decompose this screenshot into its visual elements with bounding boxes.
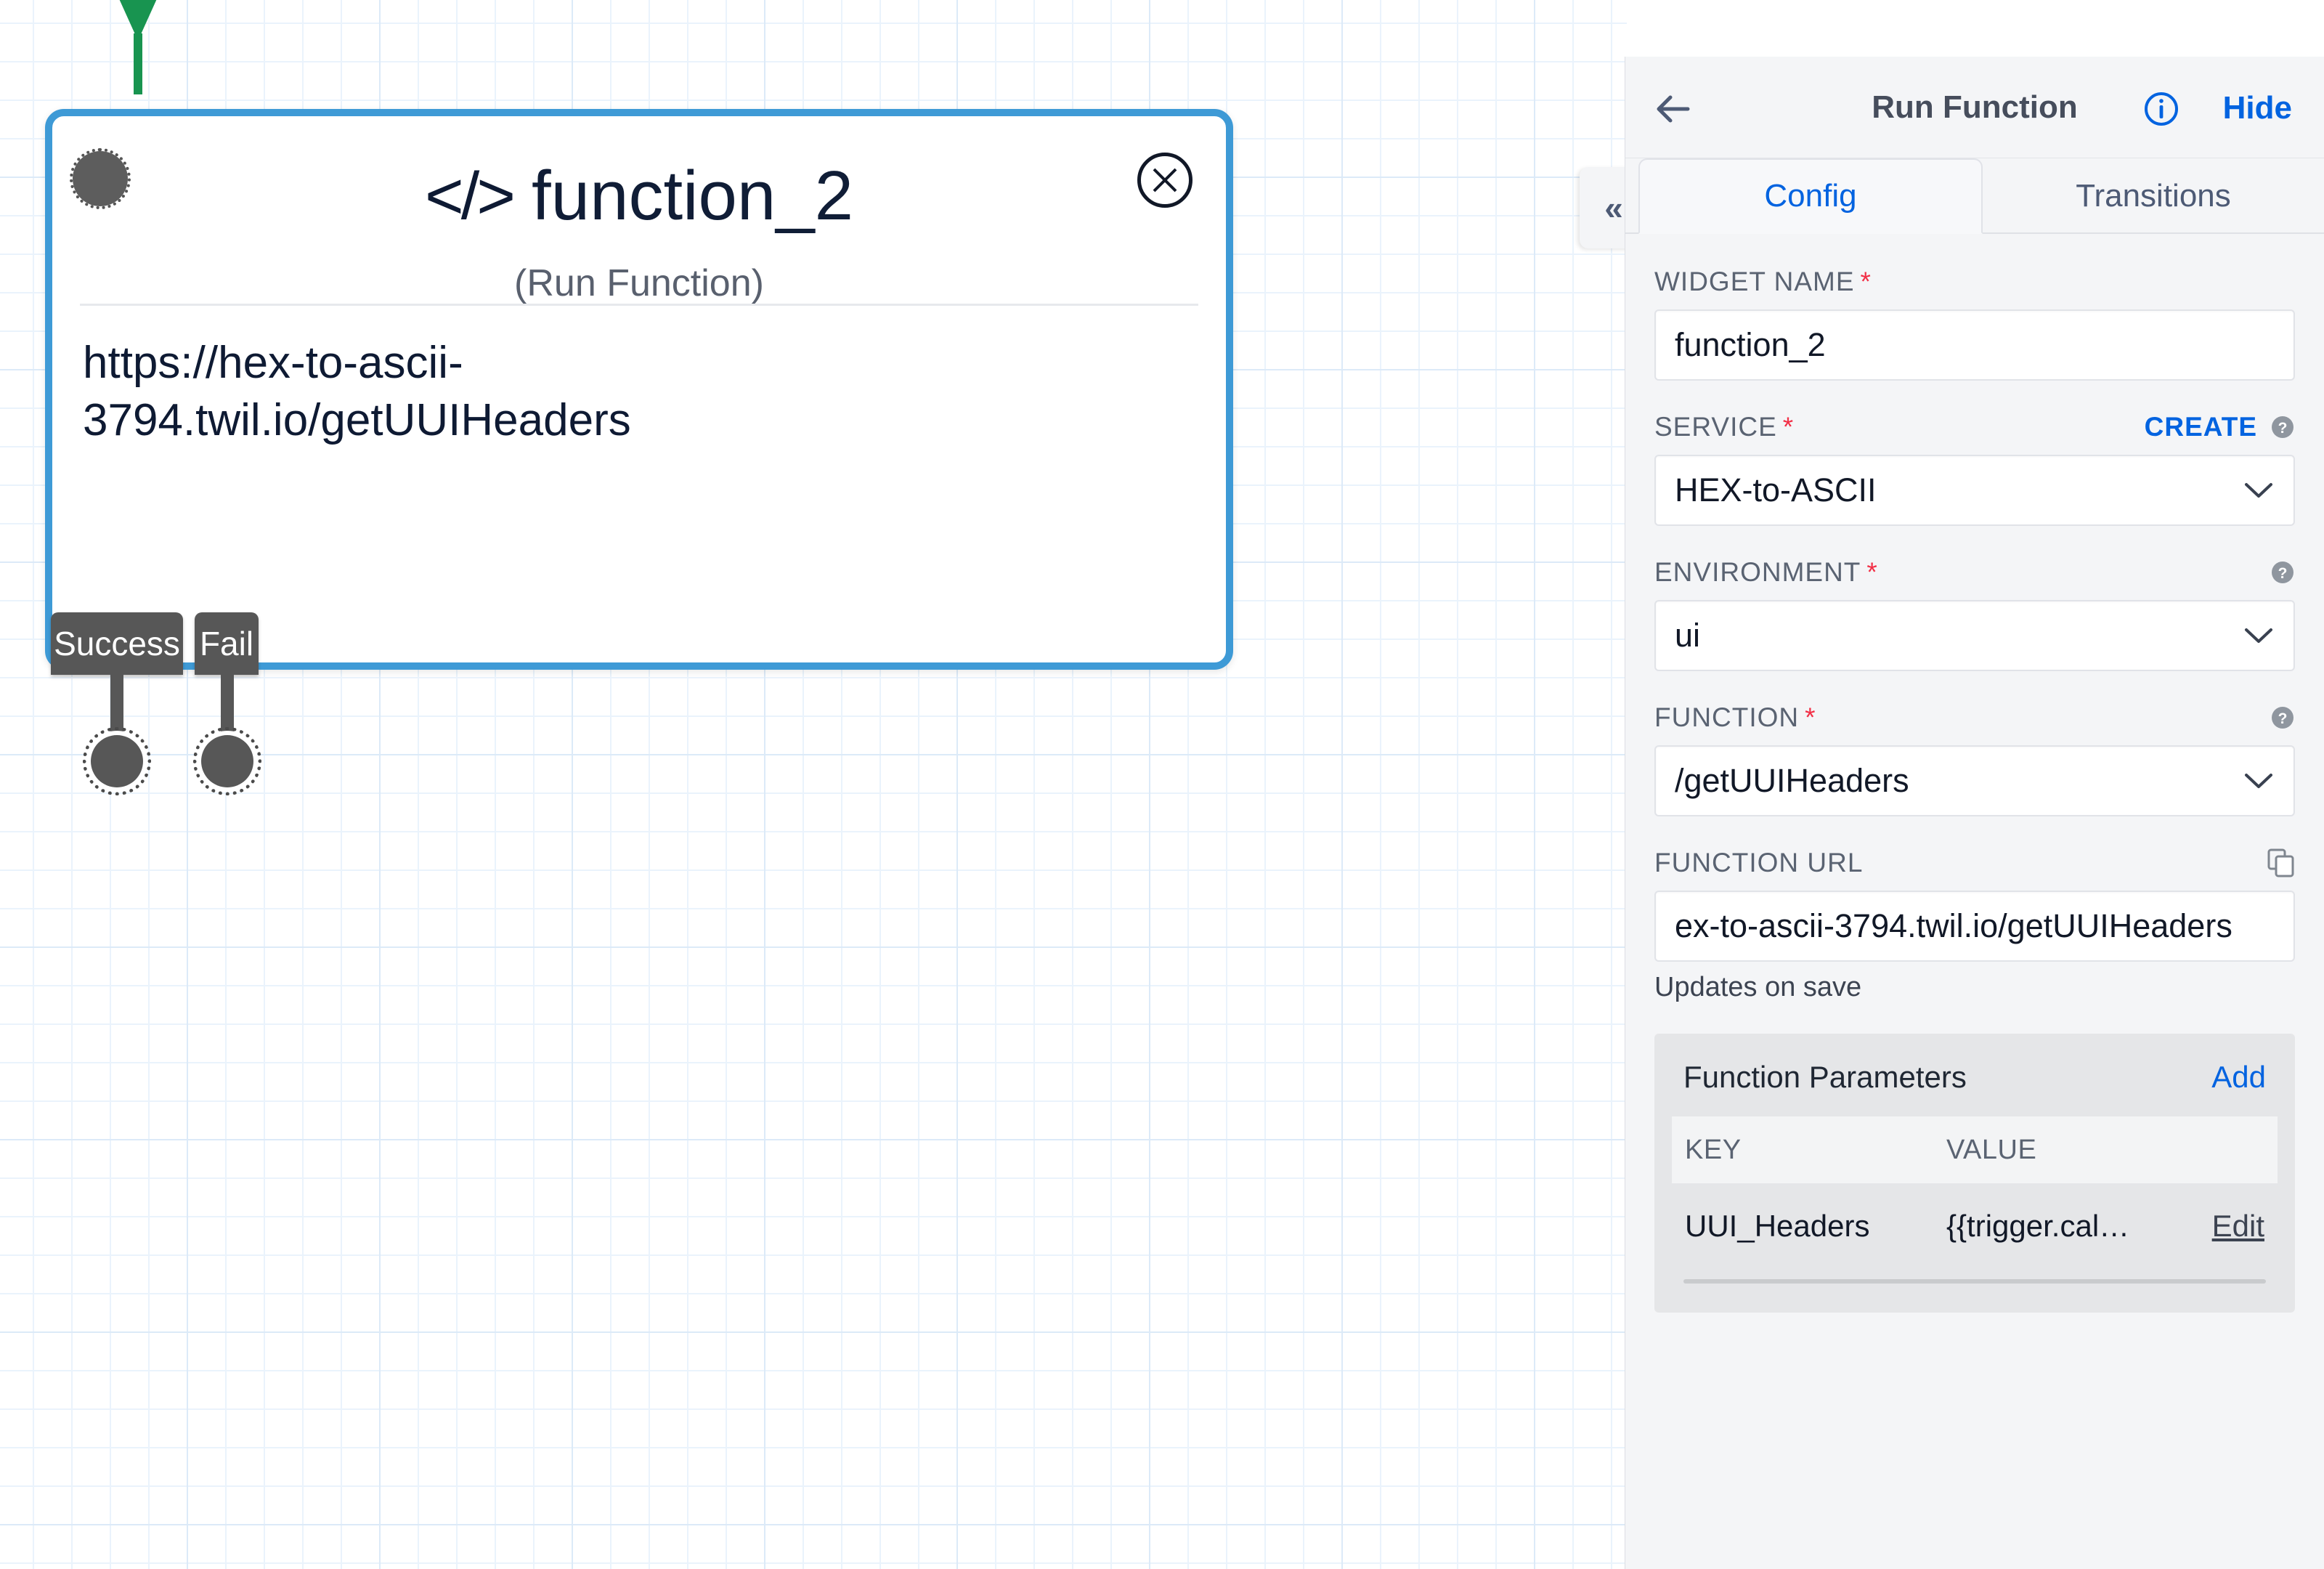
node-title: function_2 <box>532 157 854 235</box>
help-circle-icon[interactable]: ? <box>2270 560 2295 585</box>
svg-text:?: ? <box>2278 710 2288 727</box>
tab-config-label: Config <box>1764 178 1857 214</box>
panel-header: Run Function Hide <box>1625 57 2324 158</box>
exit-connector-fail[interactable] <box>193 727 261 795</box>
chevron-down-icon <box>2245 483 2272 498</box>
widget-name-value: function_2 <box>1675 326 1826 363</box>
help-circle-icon[interactable]: ? <box>2270 705 2295 730</box>
exit-stem-success <box>110 668 123 744</box>
function-value: /getUUIHeaders <box>1675 762 1909 799</box>
svg-text:?: ? <box>2278 420 2288 437</box>
node-subtitle: (Run Function) <box>514 262 764 304</box>
function-select[interactable]: /getUUIHeaders <box>1654 745 2295 816</box>
parameter-value: {{trigger.cal… <box>1946 1209 2130 1243</box>
service-label-text: SERVICE <box>1654 412 1777 442</box>
parameter-key: UUI_Headers <box>1685 1209 1870 1243</box>
copy-icon[interactable] <box>2267 848 2295 877</box>
parameters-divider <box>1683 1279 2266 1284</box>
exit-pill-success[interactable]: Success <box>51 612 183 675</box>
widget-name-input[interactable]: function_2 <box>1654 309 2295 381</box>
function-label-text: FUNCTION <box>1654 702 1800 732</box>
environment-value: ui <box>1675 617 1701 654</box>
function-parameters-card: Function Parameters Add KEY VALUE UUI_He… <box>1654 1034 2295 1313</box>
panel-title: Run Function <box>1872 89 2078 125</box>
tab-transitions-label: Transitions <box>2076 178 2231 214</box>
tab-config[interactable]: Config <box>1638 158 1983 234</box>
hide-panel-button[interactable]: Hide <box>2222 90 2292 126</box>
service-value: HEX-to-ASCII <box>1675 471 1877 508</box>
node-title-row: </> function_2 <box>52 161 1226 231</box>
function-url-value: ex-to-ascii-3794.twil.io/getUUIHeaders <box>1675 907 2232 944</box>
column-header-value: VALUE <box>1946 1134 2037 1165</box>
create-service-link[interactable]: CREATE <box>2144 412 2257 442</box>
environment-select[interactable]: ui <box>1654 600 2295 671</box>
function-parameters-header: Function Parameters Add <box>1672 1054 2278 1116</box>
panel-body: WIDGET NAME* function_2 SERVICE* CREATE <box>1625 234 2324 1003</box>
required-asterisk: * <box>1866 557 1878 587</box>
service-select[interactable]: HEX-to-ASCII <box>1654 455 2295 526</box>
chevron-double-left-icon: « <box>1604 189 1622 227</box>
svg-text:?: ? <box>2278 565 2288 582</box>
flow-canvas[interactable]: </> function_2 (Run Function) https://he… <box>0 0 1627 1569</box>
add-parameter-button[interactable]: Add <box>2211 1060 2266 1094</box>
function-label: FUNCTION* <box>1654 702 1816 733</box>
table-row: UUI_Headers {{trigger.cal… Edit <box>1672 1183 2278 1269</box>
node-divider <box>80 304 1198 306</box>
environment-label-text: ENVIRONMENT <box>1654 557 1861 587</box>
function-url-helper: Updates on save <box>1654 972 1862 1002</box>
column-header-key: KEY <box>1685 1134 1742 1165</box>
close-icon[interactable] <box>1137 153 1193 208</box>
code-brackets-icon: </> <box>424 159 516 233</box>
edit-parameter-button[interactable]: Edit <box>2211 1209 2264 1243</box>
field-function-url: FUNCTION URL ex-to-ascii-3794.twil.io/ge… <box>1654 847 2295 1003</box>
function-parameters-title: Function Parameters <box>1683 1060 1967 1094</box>
close-x-icon <box>1153 168 1177 192</box>
field-service: SERVICE* CREATE ? HEX-to-ASCII <box>1654 411 2295 526</box>
exit-connector-success[interactable] <box>83 727 151 795</box>
widget-config-panel: Run Function Hide Config Transitions WID <box>1625 57 2324 1569</box>
exit-pill-fail-label: Fail <box>199 625 254 662</box>
info-circle-icon[interactable] <box>2144 92 2179 126</box>
field-environment: ENVIRONMENT* ? ui <box>1654 556 2295 671</box>
incoming-connector-green-icon <box>119 0 157 94</box>
service-label: SERVICE* <box>1654 412 1794 442</box>
tab-transitions[interactable]: Transitions <box>1983 158 2324 234</box>
exit-pill-fail[interactable]: Fail <box>195 612 259 675</box>
required-asterisk: * <box>1805 702 1816 732</box>
field-widget-name: WIDGET NAME* function_2 <box>1654 266 2295 381</box>
exit-pill-success-label: Success <box>54 625 180 662</box>
field-function: FUNCTION* ? /getUUIHeaders <box>1654 702 2295 816</box>
arrow-left-icon[interactable] <box>1654 93 1694 125</box>
widget-name-label-text: WIDGET NAME <box>1654 267 1855 296</box>
environment-label: ENVIRONMENT* <box>1654 557 1878 588</box>
required-asterisk: * <box>1782 412 1795 442</box>
chevron-down-icon <box>2245 628 2272 643</box>
function-url-label: FUNCTION URL <box>1654 848 1864 877</box>
function-url-input[interactable]: ex-to-ascii-3794.twil.io/getUUIHeaders <box>1654 891 2295 962</box>
node-input-connector[interactable] <box>70 148 131 209</box>
panel-tabs: Config Transitions <box>1625 158 2324 234</box>
help-circle-icon[interactable]: ? <box>2270 415 2295 439</box>
required-asterisk: * <box>1860 267 1872 296</box>
chevron-down-icon <box>2245 774 2272 788</box>
widget-name-label: WIDGET NAME* <box>1654 267 1872 297</box>
widget-node-function-2[interactable]: </> function_2 (Run Function) https://he… <box>45 109 1233 670</box>
node-url-text: https://hex-to-ascii-3794.twil.io/getUUI… <box>83 338 631 446</box>
exit-stem-fail <box>221 668 234 744</box>
parameters-table-header: KEY VALUE <box>1672 1116 2278 1183</box>
